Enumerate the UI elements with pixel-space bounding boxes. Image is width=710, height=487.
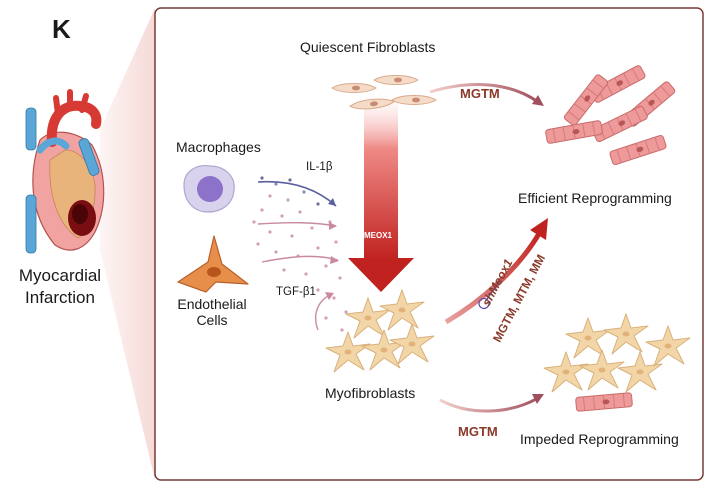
mgtm-top-label: MGTM bbox=[460, 86, 500, 101]
mgtm-top-arrow bbox=[429, 83, 539, 104]
endothelial-line-1: Endothelial bbox=[177, 296, 247, 312]
condition-label: Myocardial Infarction bbox=[10, 265, 110, 309]
zoom-wedge bbox=[100, 8, 155, 480]
tgfb1-label: TGF-β1 bbox=[276, 286, 316, 298]
meox1-label: MEOX1 bbox=[364, 231, 393, 240]
condition-line-2: Infarction bbox=[25, 288, 95, 307]
cytokine-particles bbox=[252, 176, 348, 332]
macrophages-label: Macrophages bbox=[176, 139, 261, 155]
mgtm-bottom-arrow bbox=[439, 396, 539, 413]
endothelial-line-2: Cells bbox=[196, 312, 228, 328]
panel-letter: K bbox=[52, 14, 71, 44]
mgtm-bottom-label: MGTM bbox=[458, 424, 498, 439]
condition-line-1: Myocardial bbox=[18, 266, 102, 285]
il1b-arrow bbox=[257, 180, 337, 207]
myofibroblasts-label: Myofibroblasts bbox=[325, 385, 416, 401]
meox1-arrow bbox=[348, 88, 414, 292]
shrna-vector-icon bbox=[478, 280, 501, 310]
il1b-label: IL-1β bbox=[306, 161, 333, 173]
endothelial-cells-label: Endothelial Cells bbox=[172, 296, 252, 328]
impeded-reprogramming-label: Impeded Reprogramming bbox=[520, 431, 679, 447]
heart-illustration bbox=[25, 89, 105, 254]
quiescent-fibroblasts-label: Quiescent Fibroblasts bbox=[300, 39, 436, 55]
efficient-reprogramming-label: Efficient Reprogramming bbox=[518, 190, 672, 206]
macrophage-cell bbox=[183, 165, 235, 213]
endothelial-cell bbox=[177, 235, 249, 293]
